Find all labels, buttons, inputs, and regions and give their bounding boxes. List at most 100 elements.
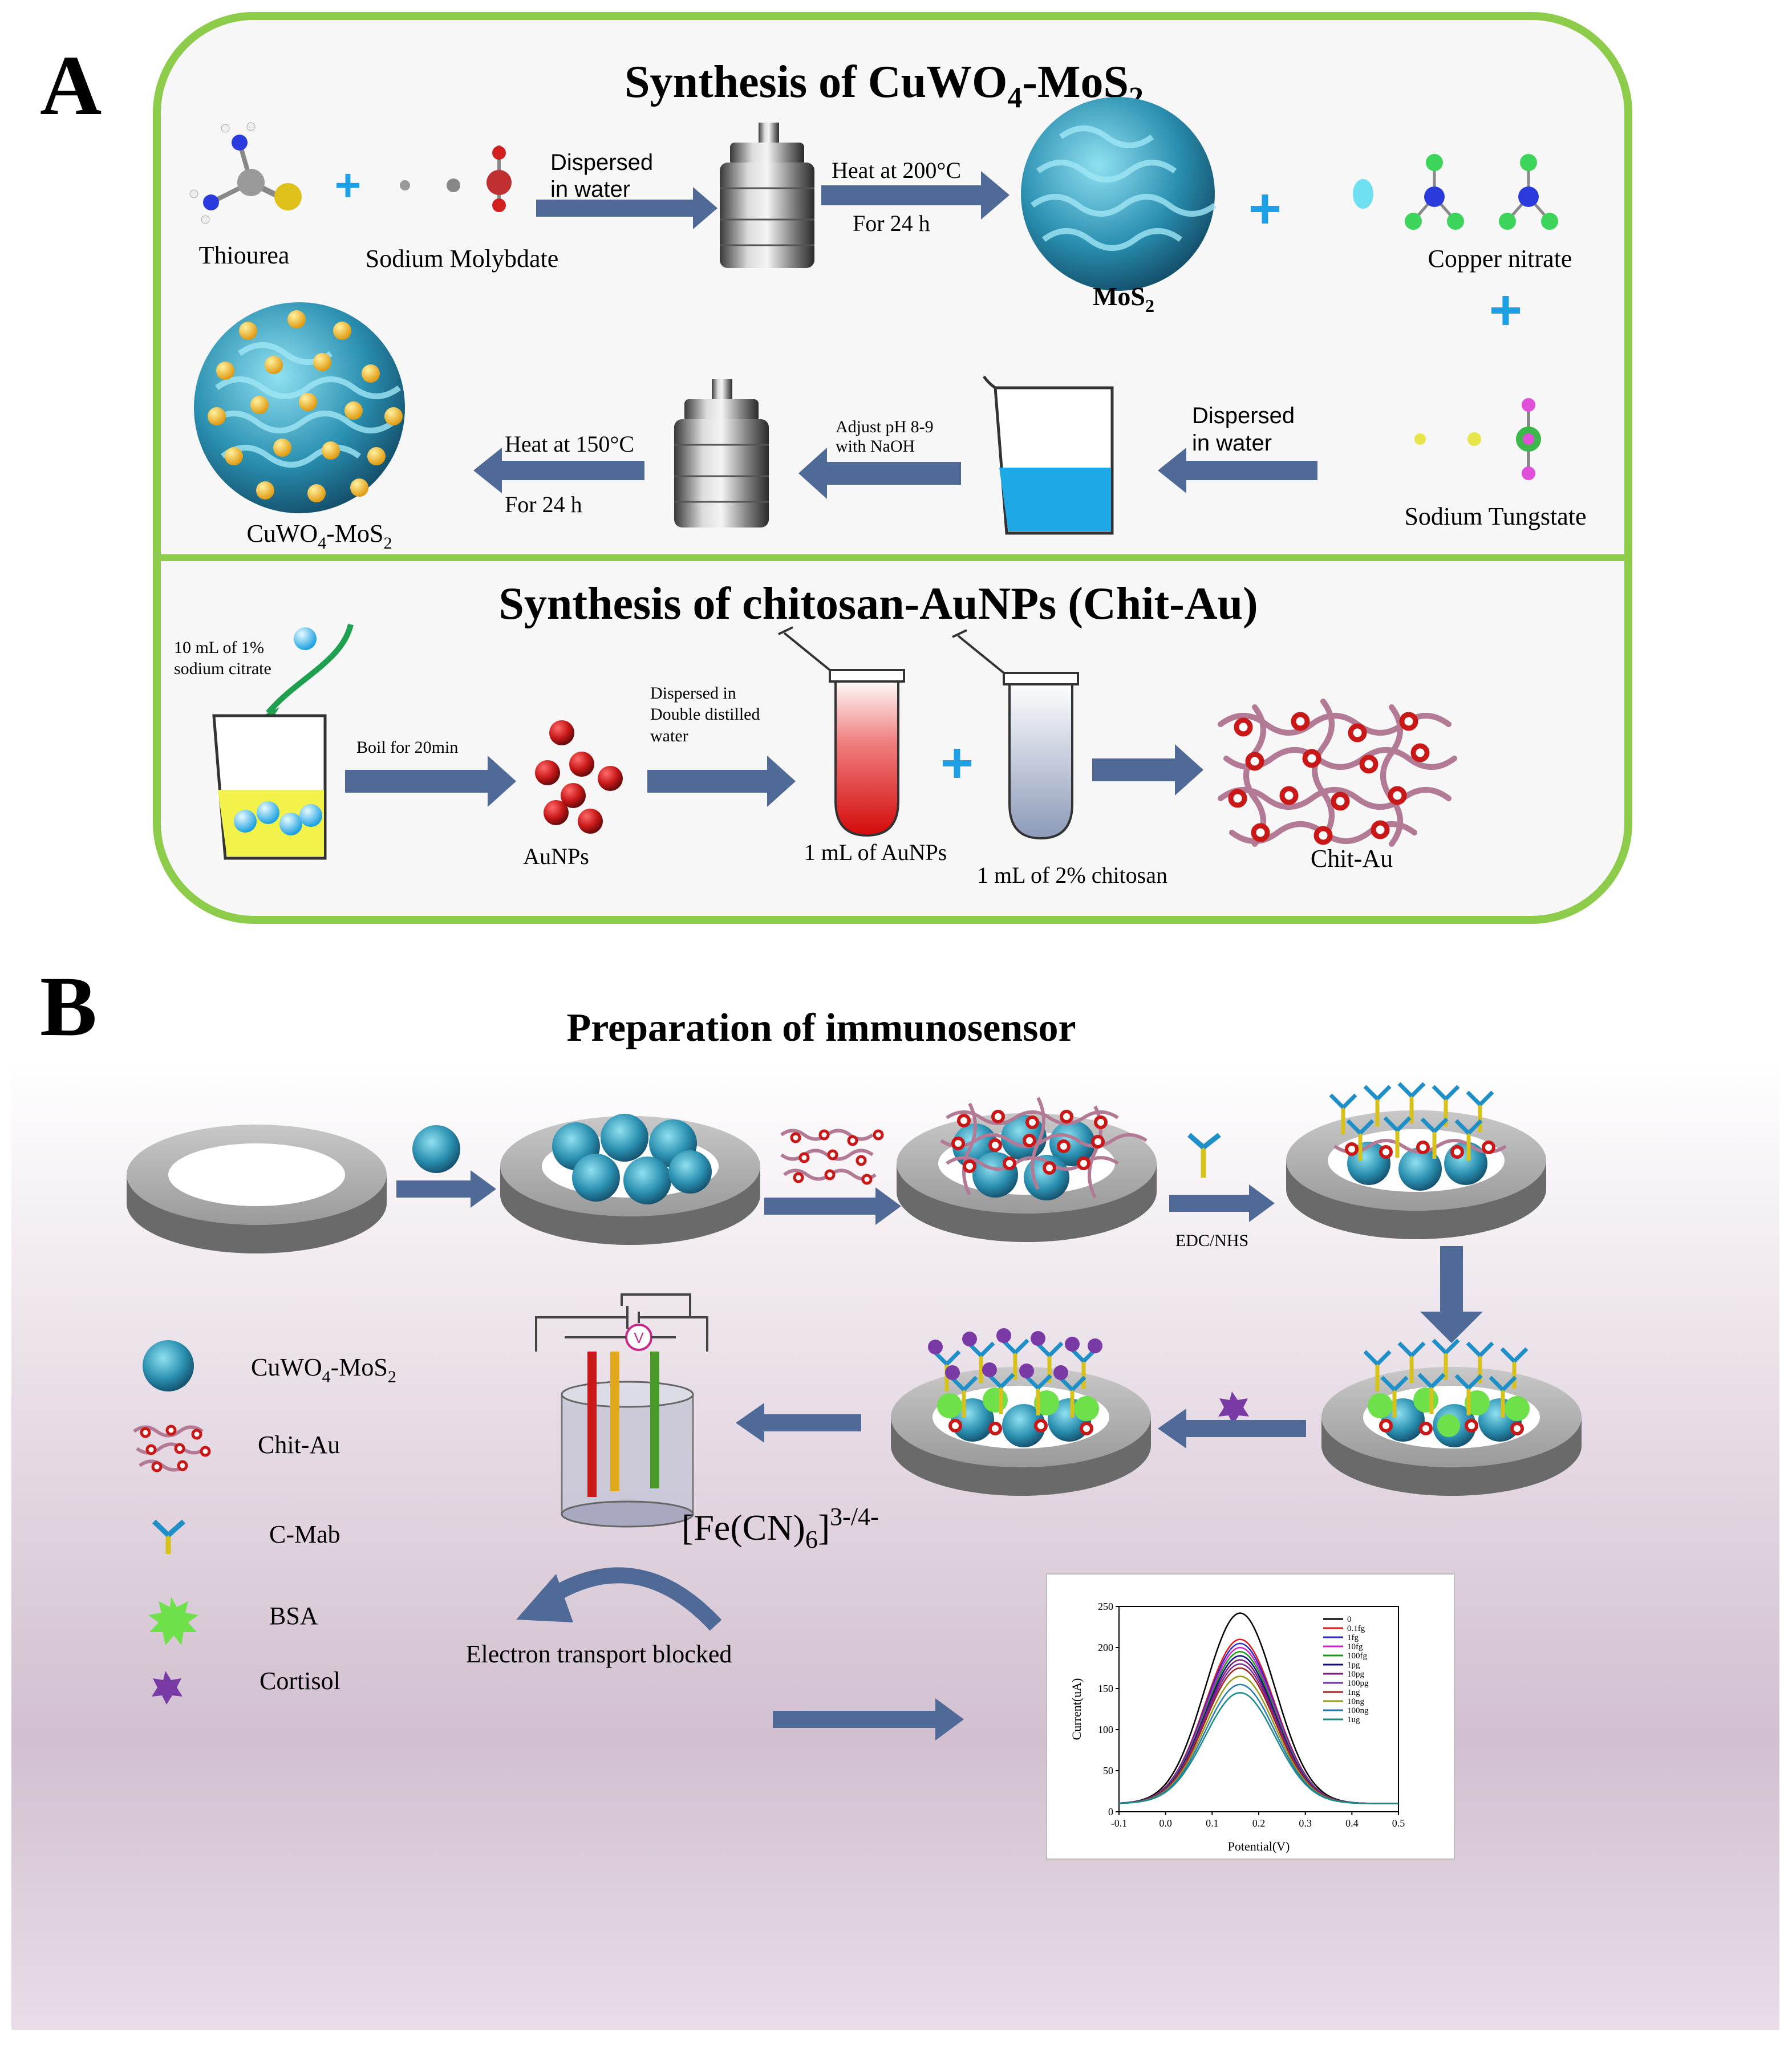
arrow-left-icon xyxy=(473,448,644,493)
edc-nhs-label: EDC/NHS xyxy=(1175,1231,1248,1250)
dispersed-label-2b: in water xyxy=(1192,431,1272,456)
sodium-molybdate-molecule-icon xyxy=(400,145,512,212)
chart-x-axis-label: Potential(V) xyxy=(1228,1839,1290,1853)
panel-a-label: A xyxy=(40,38,102,133)
chart-legend-label: 1fg xyxy=(1347,1633,1359,1642)
chart-y-tick-label: 150 xyxy=(1098,1683,1113,1694)
cuwo4-mos2-label: CuWO4-MoS2 xyxy=(247,520,392,553)
boil-label: Boil for 20min xyxy=(356,738,458,757)
arrow-right-icon xyxy=(536,187,717,229)
chart-y-tick-label: 100 xyxy=(1098,1724,1113,1735)
chart-legend-label: 100ng xyxy=(1347,1706,1369,1715)
plus-icon: + xyxy=(940,731,974,795)
dispersed-label-1b: in water xyxy=(550,177,630,202)
chart-legend: 00.1fg1fg10fg100fg1pg10pg100pg1ng10ng100… xyxy=(1323,1615,1369,1725)
disc-with-cortisol xyxy=(891,1328,1151,1496)
chart-legend-label: 0.1fg xyxy=(1347,1624,1365,1633)
cuwo4-mos2-reagent-icon xyxy=(412,1125,460,1173)
citrate-beaker-icon xyxy=(212,714,327,860)
arrow-right-icon xyxy=(773,1698,964,1740)
chart-y-tick-label: 50 xyxy=(1103,1765,1113,1776)
c-mab-reagent-icon xyxy=(1187,1133,1221,1178)
chit-au-reagent-icon xyxy=(780,1129,884,1185)
chart-series-line-11 xyxy=(1118,1691,1398,1804)
chart-x-tick-label: 0.4 xyxy=(1345,1817,1359,1829)
autoclave-icon xyxy=(674,379,769,528)
legend-c-mab-icon xyxy=(152,1519,185,1554)
chart-legend-label: 1ng xyxy=(1347,1688,1360,1697)
legend-c-mab-label: C-Mab xyxy=(269,1520,340,1548)
electron-blocked-label: Electron transport blocked xyxy=(466,1640,732,1668)
chart-y-tick-label: 200 xyxy=(1098,1642,1113,1653)
chart-series-group xyxy=(1118,1612,1398,1804)
aunps-icon xyxy=(535,720,623,834)
arrow-left-icon xyxy=(798,448,961,499)
heat-200-label: Heat at 200°C xyxy=(832,157,961,183)
chart-x-tick-label: 0.2 xyxy=(1252,1817,1266,1829)
arrow-left-icon xyxy=(1158,448,1317,493)
chart-legend-label: 0 xyxy=(1347,1615,1352,1624)
sodium-tungstate-molecule-icon xyxy=(1414,398,1541,480)
chart-legend-label: 1ug xyxy=(1347,1715,1360,1725)
chart-x-tick-label: -0.1 xyxy=(1111,1817,1128,1829)
legend-bsa-label: BSA xyxy=(269,1602,318,1630)
legend-chit-au-icon xyxy=(133,1425,211,1472)
sodium-molybdate-label: Sodium Molybdate xyxy=(366,245,559,273)
svg-text:V: V xyxy=(634,1329,644,1346)
plus-icon: + xyxy=(335,160,362,210)
chart-x-tick-label: 0.3 xyxy=(1299,1817,1312,1829)
arrow-right-icon xyxy=(764,1187,901,1225)
arrow-right-icon xyxy=(345,756,516,807)
chart-legend-label: 10ng xyxy=(1347,1697,1365,1706)
arrow-down-icon xyxy=(1420,1246,1483,1343)
plus-icon: + xyxy=(1248,177,1282,241)
panel-b-label: B xyxy=(40,959,97,1054)
cuwo4-mos2-sphere-icon xyxy=(194,302,405,513)
autoclave-icon xyxy=(720,123,814,268)
dispersed-label-2a: Dispersed xyxy=(1192,403,1295,428)
electrochemical-cell-icon: V xyxy=(535,1293,708,1528)
chart-x-tick-label: 0.1 xyxy=(1206,1817,1219,1829)
disc-with-c-mab xyxy=(1286,1082,1546,1239)
dispersed-label-1a: Dispersed xyxy=(550,150,653,175)
chit-au-network-icon xyxy=(1218,699,1457,847)
aunps-label: AuNPs xyxy=(523,843,589,869)
curved-arrow-head-icon xyxy=(516,1574,573,1622)
chitosan-tube-icon xyxy=(952,629,1079,840)
thiourea-molecule-icon xyxy=(189,122,302,224)
curved-arrow-icon xyxy=(546,1567,722,1631)
copper-nitrate-label: Copper nitrate xyxy=(1428,245,1572,273)
citrate-label-b: sodium citrate xyxy=(174,659,271,678)
mos2-sphere-icon xyxy=(1021,97,1217,291)
legend-cuwo4-mos2-label: CuWO4-MoS2 xyxy=(251,1353,396,1386)
droplet-icon xyxy=(294,627,317,650)
panel-a-subtitle: Synthesis of chitosan-AuNPs (Chit-Au) xyxy=(498,579,1258,629)
adjust-ph-label-a: Adjust pH 8-9 xyxy=(836,417,934,436)
disc-with-cuwo4-mos2 xyxy=(500,1114,760,1245)
copper-nitrate-molecule-icon xyxy=(1353,154,1558,230)
chart-legend-label: 100fg xyxy=(1347,1652,1367,1661)
chart-y-tick-label: 250 xyxy=(1098,1601,1113,1612)
ml-aunps-label: 1 mL of AuNPs xyxy=(804,839,947,865)
aunps-tube-icon xyxy=(778,626,905,837)
sodium-tungstate-label: Sodium Tungstate xyxy=(1404,502,1586,530)
chart-y-tick-label: 0 xyxy=(1108,1806,1113,1817)
legend-cuwo4-mos2-icon xyxy=(143,1340,194,1391)
thiourea-label: Thiourea xyxy=(199,241,290,269)
beaker-icon xyxy=(982,375,1114,535)
ferricyanide-label: [Fe(CN)6]3-/4- xyxy=(682,1503,879,1553)
citrate-label-a: 10 mL of 1% xyxy=(174,638,264,657)
chart-legend-label: 10fg xyxy=(1347,1642,1363,1652)
plus-icon: + xyxy=(1489,278,1522,342)
chart-legend-label: 100pg xyxy=(1347,1679,1369,1688)
panel-a-title: Synthesis of CuWO4-MoS2 xyxy=(625,57,1144,114)
heat-150-label: Heat at 150°C xyxy=(505,431,634,457)
for-24h-label-a: For 24 h xyxy=(853,210,930,236)
pour-arrow-icon xyxy=(266,623,354,715)
legend-cortisol-icon xyxy=(152,1671,183,1705)
panel-b-title: Preparation of immunosensor xyxy=(566,1006,1076,1050)
chart-x-tick-label: 0.0 xyxy=(1159,1817,1172,1829)
